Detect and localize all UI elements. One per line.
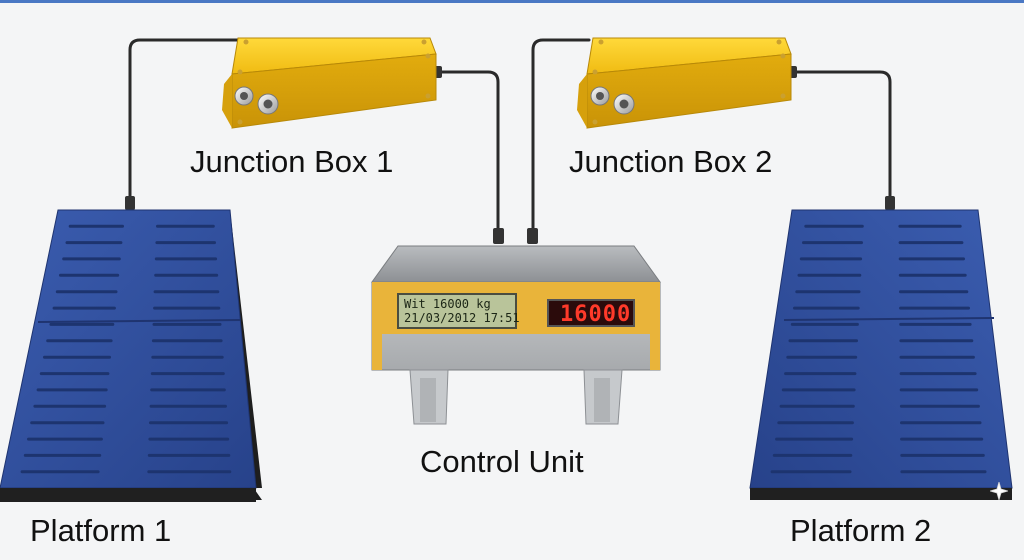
control-unit-label: Control Unit xyxy=(420,444,584,479)
cable-gland-icon xyxy=(590,86,635,115)
junction-box-1-label: Junction Box 1 xyxy=(190,144,394,179)
platform-2 xyxy=(749,209,1013,500)
junction-box-1 xyxy=(222,37,437,129)
control-unit: Wit 16000 kg 21/03/2012 17:51 16000 xyxy=(371,245,661,425)
cable-jb2-control xyxy=(531,38,591,234)
junction-box-2-label: Junction Box 2 xyxy=(569,144,773,179)
sparkle-icon xyxy=(990,482,1008,500)
platform-2-label: Platform 2 xyxy=(790,513,932,548)
cable-gland-icon xyxy=(234,86,279,115)
cables xyxy=(128,38,892,234)
cable-platform1-jb1 xyxy=(128,38,240,207)
lcd-line-2: 21/03/2012 17:51 xyxy=(404,311,520,325)
platform-1 xyxy=(0,209,262,502)
platform-1-label: Platform 1 xyxy=(30,513,172,548)
led-display xyxy=(547,299,635,327)
connector-platform2 xyxy=(885,196,895,210)
lcd-display xyxy=(397,293,517,329)
cable-jb2-platform2 xyxy=(791,70,892,202)
top-border-line xyxy=(0,0,1024,3)
connector-platform1 xyxy=(125,196,135,210)
connector-control-right xyxy=(527,228,538,244)
platform-1-grooves xyxy=(20,224,232,474)
cable-jb1-control xyxy=(436,70,500,234)
junction-box-2 xyxy=(577,37,792,129)
platform-2-grooves xyxy=(770,224,987,474)
connector-control-left xyxy=(493,228,504,244)
lcd-line-1: Wit 16000 kg xyxy=(404,297,491,311)
led-reading: 16000 xyxy=(560,302,631,327)
